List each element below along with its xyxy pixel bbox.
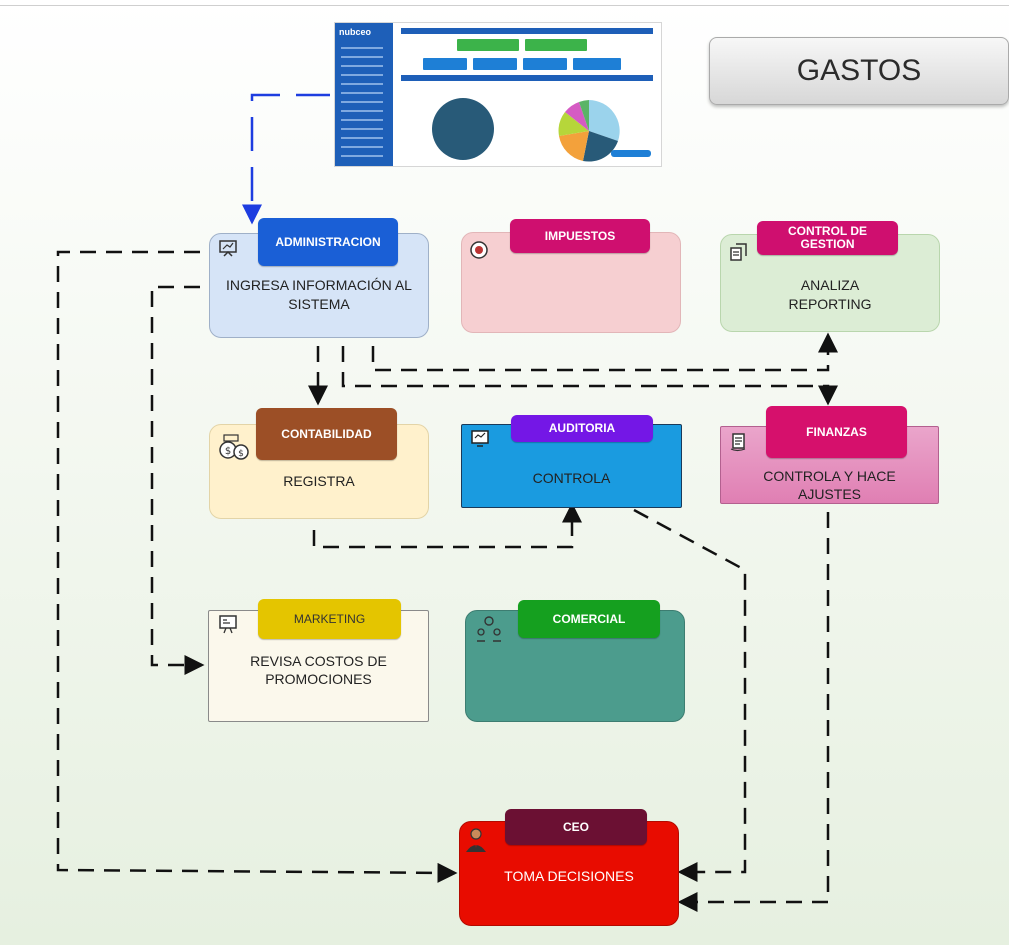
kpi-card xyxy=(473,58,517,70)
tag-marketing: MARKETING xyxy=(258,599,401,639)
node-text: ANALIZA xyxy=(800,277,860,293)
pie-chart-single xyxy=(432,98,494,160)
node-text: SISTEMA xyxy=(288,296,350,312)
kpi-card xyxy=(573,58,621,70)
presentation-icon xyxy=(219,240,237,257)
node-text: PROMOCIONES xyxy=(265,671,372,687)
kpi-card xyxy=(525,39,587,51)
money-bag-icon: $$ xyxy=(219,434,249,460)
kpi-card xyxy=(523,58,567,70)
tag-impuestos: IMPUESTOS xyxy=(510,219,650,253)
node-control-de-gestion: ANALIZA REPORTING xyxy=(720,234,940,332)
tag-control-de-gestion: CONTROL DE GESTION xyxy=(757,221,898,255)
dashboard-header xyxy=(401,28,653,34)
node-text: REVISA COSTOS DE xyxy=(250,653,387,669)
arrow-auditoria-to-ceo xyxy=(633,508,747,882)
tax-icon xyxy=(470,241,488,259)
tag-line: CONTROL DE xyxy=(787,224,868,238)
tag-line: GESTION xyxy=(800,237,855,251)
kpi-card xyxy=(457,39,519,51)
page-title: GASTOS xyxy=(709,37,1009,105)
arrow-admin-to-marketing xyxy=(150,285,205,675)
dashboard-sidebar: nubceo xyxy=(335,23,393,166)
arrow-finanzas-to-ceo xyxy=(677,512,830,912)
marketing-board-icon xyxy=(219,615,237,634)
kpi-card xyxy=(423,58,467,70)
dashboard-logo: nubceo xyxy=(339,27,372,37)
node-text: CONTROLA Y HACE xyxy=(763,468,896,484)
svg-text:$: $ xyxy=(225,446,231,457)
node-text: REGISTRA xyxy=(283,473,355,489)
node-text: REPORTING xyxy=(788,296,872,312)
dashboard-section-header xyxy=(401,75,653,81)
arrow-admin-to-finanzas xyxy=(341,346,838,406)
node-text: CONTROLA xyxy=(532,470,611,486)
tag-administracion: ADMINISTRACION xyxy=(258,218,398,266)
audit-icon xyxy=(471,430,489,447)
arrow-admin-to-control xyxy=(371,332,838,372)
sales-team-icon xyxy=(477,616,501,642)
tag-comercial: COMERCIAL xyxy=(518,600,660,638)
finance-document-icon xyxy=(730,433,746,452)
executive-icon xyxy=(466,828,486,852)
dashboard-screenshot: nubceo xyxy=(334,22,662,167)
tag-ceo: CEO xyxy=(505,809,647,845)
arrow-contabilidad-to-auditoria xyxy=(312,502,582,549)
node-text: INGRESA INFORMACIÓN AL xyxy=(226,277,412,293)
pie-chart-multi xyxy=(558,100,620,162)
dashboard-charts xyxy=(432,98,651,162)
blue-arrow-dashboard-to-admin xyxy=(242,93,330,225)
svg-text:$: $ xyxy=(238,449,244,459)
tag-finanzas: FINANZAS xyxy=(766,406,907,458)
report-icon xyxy=(730,243,747,261)
tag-auditoria: AUDITORIA xyxy=(511,415,653,442)
tag-contabilidad: CONTABILIDAD xyxy=(256,408,397,460)
arrow-admin-to-ceo xyxy=(56,250,458,883)
node-text: AJUSTES xyxy=(797,486,861,502)
top-divider xyxy=(0,5,1009,6)
node-text: TOMA DECISIONES xyxy=(504,868,634,884)
